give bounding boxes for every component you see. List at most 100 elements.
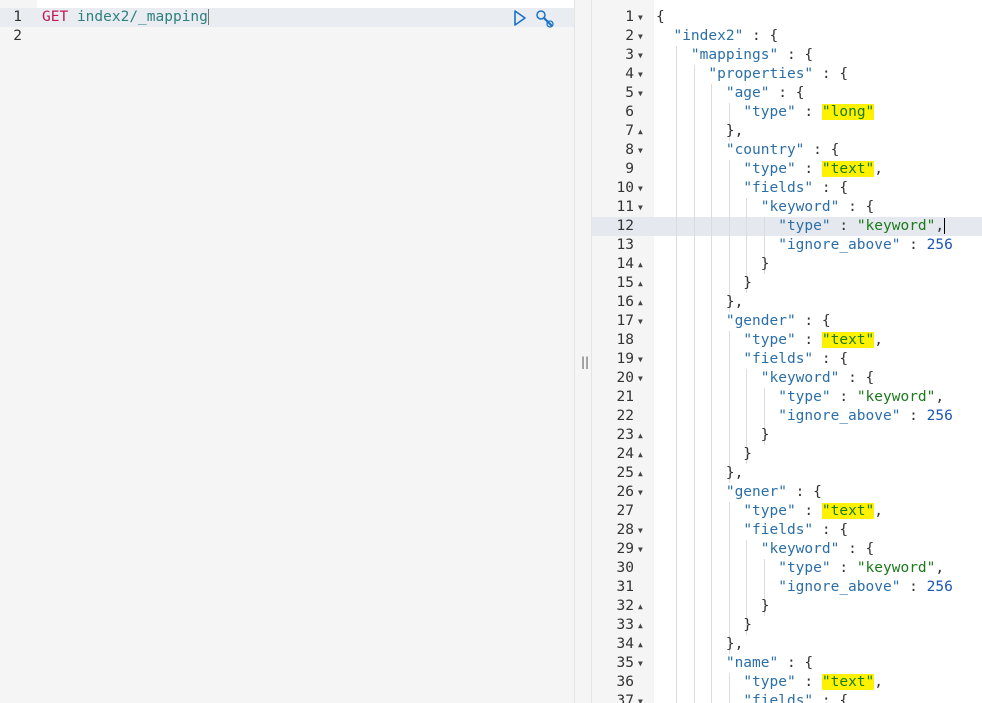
fold-collapse-icon[interactable]: ▼ <box>638 317 643 326</box>
code-token <box>656 522 743 538</box>
request-editor-body[interactable] <box>37 0 574 703</box>
code-token: , <box>874 674 884 690</box>
fold-collapse-icon[interactable]: ▼ <box>638 697 643 703</box>
code-token: "country" <box>725 142 805 158</box>
fold-collapse-icon[interactable]: ▼ <box>638 488 643 497</box>
response-line: 3▼ "mappings" : { <box>592 46 982 65</box>
line-number: 29 <box>616 541 634 557</box>
line-number: 7 <box>625 123 634 139</box>
code-token <box>656 674 743 690</box>
fold-expand-icon[interactable]: ▲ <box>638 279 643 288</box>
code-token <box>656 161 743 177</box>
indent-guide <box>728 331 730 483</box>
indent-guide <box>676 46 678 703</box>
line-number: 9 <box>625 161 634 177</box>
response-code: "fields" : { <box>656 692 848 703</box>
fold-expand-icon[interactable]: ▲ <box>638 621 643 630</box>
response-code: "type" : "text", <box>656 502 883 521</box>
code-token: }, <box>656 636 744 652</box>
fold-collapse-icon[interactable]: ▼ <box>638 13 643 22</box>
fold-expand-icon[interactable]: ▲ <box>638 260 643 269</box>
fold-collapse-icon[interactable]: ▼ <box>638 355 643 364</box>
fold-collapse-icon[interactable]: ▼ <box>638 545 643 554</box>
code-token: : { <box>839 199 875 215</box>
response-line: 27 "type" : "text", <box>592 502 982 521</box>
wrench-icon[interactable] <box>535 9 554 28</box>
indent-guide <box>728 673 730 703</box>
fold-collapse-icon[interactable]: ▼ <box>638 70 643 79</box>
response-line: 11▼ "keyword" : { <box>592 198 982 217</box>
line-number: 25 <box>616 465 634 481</box>
response-code: "type" : "keyword", <box>656 217 946 236</box>
fold-collapse-icon[interactable]: ▼ <box>638 203 643 212</box>
code-token: , <box>874 332 884 348</box>
response-code: "type" : "long" <box>656 103 875 122</box>
fold-expand-icon[interactable]: ▲ <box>638 431 643 440</box>
code-token: : { <box>813 66 849 82</box>
code-token: : { <box>813 522 849 538</box>
line-number: 2 <box>13 28 22 44</box>
fold-expand-icon[interactable]: ▲ <box>638 450 643 459</box>
play-icon[interactable] <box>512 9 530 27</box>
request-path: index2/_mapping <box>76 9 208 25</box>
code-token: } <box>656 427 770 443</box>
response-code: } <box>656 426 770 445</box>
response-code: "age" : { <box>656 84 805 103</box>
code-token: "age" <box>725 85 770 101</box>
code-token: : <box>795 161 822 177</box>
line-number: 5 <box>625 85 634 101</box>
response-line: 1▼{ <box>592 8 982 27</box>
code-token <box>656 655 726 671</box>
response-code: } <box>656 274 752 293</box>
request-line[interactable]: 2 <box>0 27 574 46</box>
code-token: "type" <box>743 332 796 348</box>
code-token: : { <box>769 85 805 101</box>
fold-expand-icon[interactable]: ▲ <box>638 298 643 307</box>
fold-collapse-icon[interactable]: ▼ <box>638 659 643 668</box>
fold-expand-icon[interactable]: ▲ <box>638 640 643 649</box>
code-token: "ignore_above" <box>778 237 901 253</box>
response-code: "mappings" : { <box>656 46 813 65</box>
fold-expand-icon[interactable]: ▲ <box>638 602 643 611</box>
fold-expand-icon[interactable]: ▲ <box>638 469 643 478</box>
line-number: 23 <box>616 427 634 443</box>
code-token <box>656 351 743 367</box>
indent-guide <box>711 84 713 703</box>
fold-collapse-icon[interactable]: ▼ <box>638 184 643 193</box>
code-token: : <box>830 218 857 234</box>
line-number: 10 <box>616 180 634 196</box>
indent-guide <box>728 103 730 141</box>
line-number: 35 <box>616 655 634 671</box>
request-code[interactable]: GET index2/_mapping <box>42 8 209 27</box>
response-viewer[interactable]: 1▼{2▼ "index2" : {3▼ "mappings" : {4▼ "p… <box>592 0 982 703</box>
response-line: 22 "ignore_above" : 256 <box>592 407 982 426</box>
code-token <box>656 332 743 348</box>
fold-collapse-icon[interactable]: ▼ <box>638 374 643 383</box>
fold-expand-icon[interactable]: ▲ <box>638 127 643 136</box>
code-token: , <box>935 218 945 234</box>
code-token: "keyword" <box>760 370 840 386</box>
indent-guide <box>746 369 748 464</box>
code-token: "name" <box>725 655 779 671</box>
fold-collapse-icon[interactable]: ▼ <box>638 51 643 60</box>
fold-collapse-icon[interactable]: ▼ <box>638 32 643 41</box>
fold-collapse-icon[interactable]: ▼ <box>638 89 643 98</box>
response-line: 32▲ } <box>592 597 982 616</box>
pane-resize-handle[interactable]: || <box>574 0 592 703</box>
response-line: 17▼ "gender" : { <box>592 312 982 331</box>
response-line: 34▲ }, <box>592 635 982 654</box>
code-token <box>656 237 778 253</box>
response-code: } <box>656 255 770 274</box>
code-token: "type" <box>743 161 796 177</box>
response-code: "index2" : { <box>656 27 778 46</box>
response-code: } <box>656 445 752 464</box>
code-token: : <box>900 408 927 424</box>
fold-collapse-icon[interactable]: ▼ <box>638 526 643 535</box>
response-line: 25▲ }, <box>592 464 982 483</box>
response-line: 31 "ignore_above" : 256 <box>592 578 982 597</box>
resize-grip-icon[interactable]: || <box>581 355 590 369</box>
code-token <box>656 66 708 82</box>
fold-collapse-icon[interactable]: ▼ <box>638 146 643 155</box>
